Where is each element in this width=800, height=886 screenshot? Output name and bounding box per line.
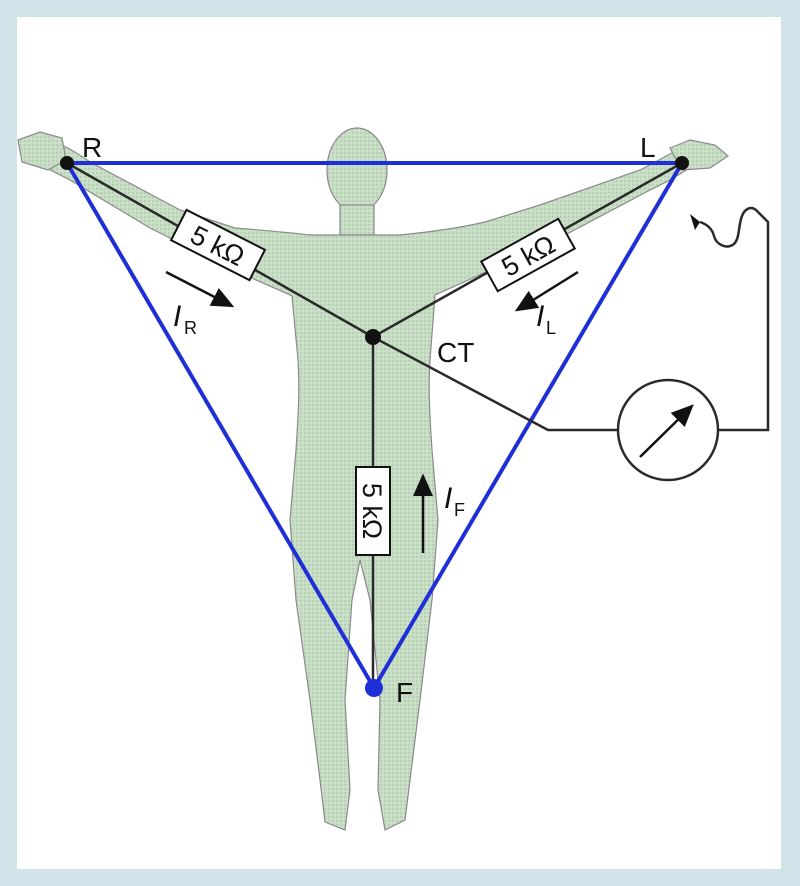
resistor-foot-label: 5 kΩ bbox=[357, 483, 387, 539]
einthoven-triangle bbox=[65, 161, 684, 690]
central-terminal-node bbox=[365, 329, 381, 345]
svg-text:I: I bbox=[536, 300, 544, 333]
lead-arrow-icon bbox=[690, 214, 700, 230]
svg-text:I: I bbox=[444, 482, 452, 515]
resistor-foot: 5 kΩ bbox=[355, 466, 391, 556]
current-label-right: I R bbox=[173, 300, 197, 338]
node-label-l: L bbox=[640, 132, 656, 163]
electrode-icon bbox=[365, 679, 383, 697]
svg-text:F: F bbox=[454, 500, 465, 520]
current-label-foot: I F bbox=[444, 482, 465, 520]
node-label-f: F bbox=[396, 677, 413, 708]
voltmeter-icon bbox=[616, 378, 720, 482]
current-label-left: I L bbox=[536, 300, 556, 338]
current-arrow-left bbox=[514, 270, 579, 312]
node-label-r: R bbox=[82, 132, 102, 163]
svg-text:I: I bbox=[173, 300, 181, 333]
node-label-ct: CT bbox=[437, 337, 474, 368]
resistor-right: 5 kΩ bbox=[169, 208, 267, 282]
svg-text:R: R bbox=[184, 318, 197, 338]
current-arrow-right bbox=[165, 270, 235, 308]
svg-text:L: L bbox=[546, 318, 556, 338]
electrode-icon bbox=[60, 156, 74, 170]
electrode-icon bbox=[675, 156, 689, 170]
